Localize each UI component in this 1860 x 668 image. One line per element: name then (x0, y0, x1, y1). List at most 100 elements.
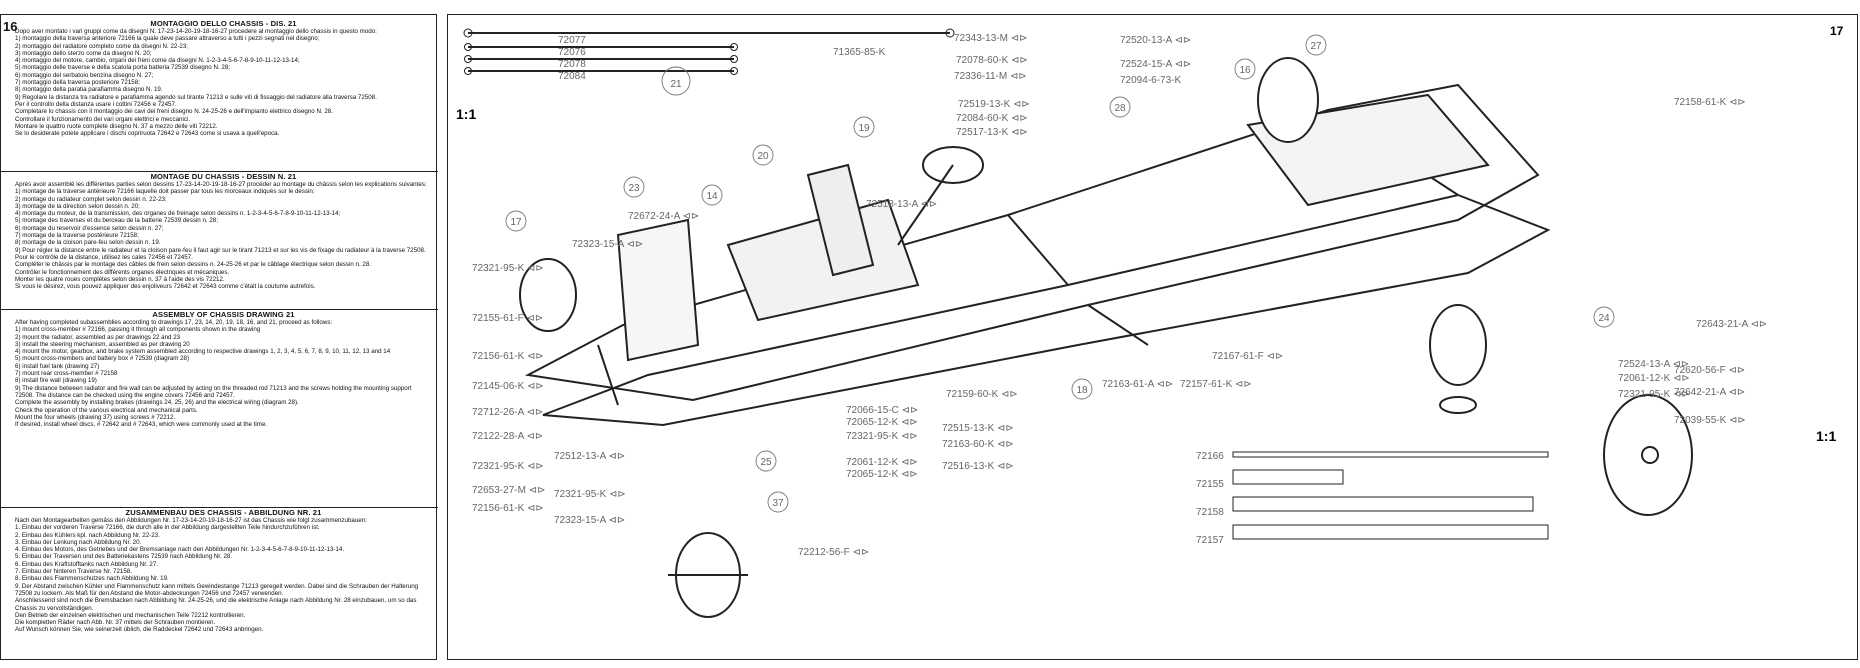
step-item: 6. Einbau des Kraftstofftanks nach Abbil… (15, 560, 158, 568)
part-label: 72155-61-F ⊲⊳ (472, 313, 543, 324)
step-item: 5. Einbau der Traversen und des Batterie… (15, 553, 233, 561)
part-label: 72159-60-K ⊲⊳ (946, 389, 1018, 400)
scale-rails: 72166 72155 72158 72157 (1196, 451, 1549, 546)
step-item: 7) montaggio della traversa posteriore 7… (15, 79, 140, 87)
part-label: 72156-61-K ⊲⊳ (472, 503, 544, 514)
rail-label-72157: 72157 (1196, 535, 1224, 546)
section-title-fr: MONTAGE DU CHASSIS - DESSIN N. 21 (150, 172, 297, 181)
step-item: 1) montaggio della traversa anteriore 72… (15, 35, 320, 43)
section-outro-de: Anschliessend sind noch die Bremsbacken … (15, 597, 417, 634)
scale-label-bottom: 1:1 (1816, 428, 1836, 444)
step-item: 9) The distance between radiator and fir… (15, 384, 412, 399)
page-number-left: 16 (3, 19, 18, 34)
steps-list-fr: 1) montage de la traverse antérieure 721… (15, 188, 432, 261)
step-item: 1) montage de la traverse antérieure 721… (15, 188, 315, 196)
part-label: 72094-6-73-K (1120, 75, 1181, 86)
part-label: 72078-60-K ⊲⊳ (956, 55, 1028, 66)
part-label: 72158-61-K ⊲⊳ (1674, 97, 1746, 108)
part-label: 72065-12-K ⊲⊳ (846, 417, 918, 428)
part-label: 72084-60-K ⊲⊳ (956, 113, 1028, 124)
part-label: 72518-13-A ⊲⊳ (866, 199, 937, 210)
drawing-number-circle (661, 66, 691, 96)
part-label: 72061-12-K ⊲⊳ (1618, 373, 1690, 384)
section-german: ZUSAMMENBAU DES CHASSIS - ABBILDUNG Nr. … (1, 507, 438, 659)
rod-ref-label: 71365-85-K (833, 47, 886, 58)
step-item: 5) mount cross-members and battery box #… (15, 355, 190, 363)
section-outro-it: Completare lo chassis con il montaggio d… (15, 108, 333, 138)
part-label: 72517-13-K ⊲⊳ (956, 127, 1028, 138)
section-italian: MONTAGGIO DELLO CHASSIS - DIS. 21 Dopo a… (1, 19, 438, 169)
step-item: 2) mount the radiator, assembled as per … (15, 333, 181, 341)
callout-27: 27 (1310, 41, 1322, 52)
step-item: 6) montage du reservoir d'essence selon … (15, 224, 164, 232)
part-label: 72061-12-K ⊲⊳ (846, 457, 918, 468)
section-french: MONTAGE DU CHASSIS - DESSIN N. 21 Après … (1, 171, 438, 307)
callout-19: 19 (858, 123, 870, 134)
rail-label-72166: 72166 (1196, 451, 1224, 462)
section-title-de: ZUSAMMENBAU DES CHASSIS - ABBILDUNG Nr. … (125, 508, 322, 517)
part-label: 72167-61-F ⊲⊳ (1212, 351, 1283, 362)
part-label: 72321-95-K ⊲⊳ (1618, 389, 1690, 400)
step-item: 9. Der Abstand zwischen Kühler und Flamm… (15, 582, 419, 597)
rod-sublabel-1: 72076 (558, 47, 586, 58)
step-item: 3) install the steering mechanism, assem… (15, 340, 190, 348)
step-item: 4. Einbau des Motors, des Getriebes und … (15, 546, 345, 554)
step-item: 3) montaggio dello sterzo come da disegn… (15, 49, 152, 57)
step-item: 8. Einbau des Flammenschutzes nach Abbil… (15, 575, 169, 583)
rail-label-72155: 72155 (1196, 479, 1224, 490)
callout-25: 25 (760, 457, 772, 468)
part-label: 72163-61-A ⊲⊳ (1102, 379, 1173, 390)
part-label: 72321-95-K ⊲⊳ (554, 489, 626, 500)
part-label: 72066-15-C ⊲⊳ (846, 405, 918, 416)
step-item: 5) montage des traverses et du berceau d… (15, 217, 218, 225)
section-title-en: ASSEMBLY OF CHASSIS DRAWING 21 (152, 310, 295, 319)
part-label: 72323-15-A ⊲⊳ (572, 239, 643, 250)
step-item: 7. Einbau der hinteren Traverse Nr. 7215… (15, 568, 132, 576)
section-english: ASSEMBLY OF CHASSIS DRAWING 21 After hav… (1, 309, 438, 505)
step-item: 4) mount the motor, gearbox, and brake s… (15, 348, 391, 356)
part-label: 72065-12-K ⊲⊳ (846, 469, 918, 480)
rod-sublabel-2: 72078 (558, 59, 586, 70)
part-label: 72672-24-A ⊲⊳ (628, 211, 699, 222)
callout-24: 24 (1598, 313, 1610, 324)
step-item: 8) install fire wall (drawing 19) (15, 377, 97, 385)
section-intro-it: Dopo aver montato i vari gruppi come da … (15, 28, 377, 35)
part-label: 72516-13-K ⊲⊳ (942, 461, 1014, 472)
step-item: 1) mount cross-member # 72166, passing i… (15, 326, 261, 334)
callout-37: 37 (772, 498, 784, 509)
part-label: 72642-21-A ⊲⊳ (1674, 387, 1745, 398)
steps-list-de: 1. Einbau der vorderen Traverse 72166, d… (15, 524, 432, 597)
part-labels: 72343-13-M ⊲⊳72078-60-K ⊲⊳72336-11-M ⊲⊳7… (472, 33, 1767, 558)
steps-list-en: 1) mount cross-member # 72166, passing i… (15, 326, 432, 399)
part-label: 72519-13-K ⊲⊳ (958, 99, 1030, 110)
step-item: 6) montaggio del serbatoio benzina diseg… (15, 71, 154, 79)
callout-28: 28 (1114, 103, 1126, 114)
steps-list-it: 1) montaggio della traversa anteriore 72… (15, 35, 432, 108)
callout-18: 18 (1076, 385, 1088, 396)
rod-label-1: 72077 (558, 35, 586, 46)
part-label: 72212-56-F ⊲⊳ (798, 547, 869, 558)
scale-label-top: 1:1 (456, 106, 476, 122)
section-intro-de: Nach den Montagearbeiten gemäss den Abbi… (15, 517, 367, 524)
callout-14: 14 (706, 191, 718, 202)
step-item: 6) install fuel tank (drawing 27) (15, 362, 100, 370)
callout-17: 17 (510, 217, 522, 228)
chassis-frame (524, 83, 1551, 427)
section-outro-en: Complete the assembly by installing brak… (15, 399, 299, 429)
part-label: 72156-61-K ⊲⊳ (472, 351, 544, 362)
wheels (519, 57, 1693, 618)
step-item: 9) Regolare la distanza tra radiatore e … (15, 93, 377, 108)
section-title-it: MONTAGGIO DELLO CHASSIS - DIS. 21 (150, 19, 297, 28)
step-item: 5) montaggio delle traverse e della scat… (15, 64, 230, 72)
step-item: 1. Einbau der vorderen Traverse 72166, d… (15, 524, 320, 532)
part-label: 72512-13-A ⊲⊳ (554, 451, 625, 462)
section-outro-fr: Compléter le châssis par le montage des … (15, 261, 371, 291)
rod-label-2: 72084 (558, 71, 586, 82)
part-label: 72321-95-K ⊲⊳ (846, 431, 918, 442)
callout-20: 20 (757, 151, 769, 162)
callout-circles: 16 27 28 19 20 14 23 17 24 18 25 37 (505, 34, 1615, 513)
callout-16: 16 (1239, 65, 1251, 76)
section-intro-fr: Après avoir assemblé les différentes par… (15, 181, 427, 188)
section-intro-en: After having completed subassemblies acc… (15, 319, 333, 326)
steering-wheel (922, 146, 984, 184)
